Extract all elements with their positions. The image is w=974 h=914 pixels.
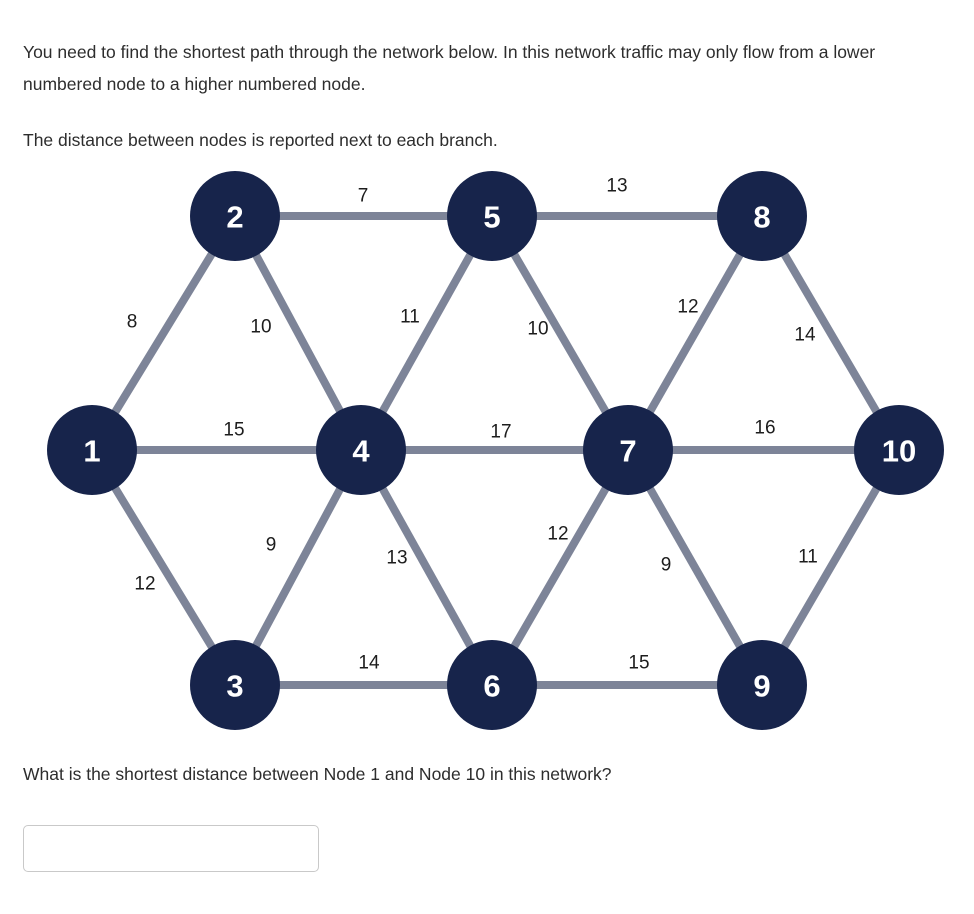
edge-weight-7-10: 16 bbox=[754, 418, 775, 439]
node-8 bbox=[717, 171, 807, 261]
edge-weight-7-8: 12 bbox=[677, 297, 698, 318]
edge-weight-4-6: 13 bbox=[386, 548, 407, 569]
node-label-2: 2 bbox=[226, 200, 243, 235]
node-5 bbox=[447, 171, 537, 261]
node-9 bbox=[717, 640, 807, 730]
edge-weight-3-6: 14 bbox=[358, 653, 380, 674]
node-label-3: 3 bbox=[226, 669, 243, 704]
node-label-9: 9 bbox=[753, 669, 770, 704]
edge-weight-2-4: 10 bbox=[250, 317, 271, 338]
instruction-paragraph-1: You need to find the shortest path throu… bbox=[23, 42, 876, 94]
node-label-8: 8 bbox=[753, 200, 770, 235]
edge-weight-4-5: 11 bbox=[400, 307, 420, 328]
node-label-7: 7 bbox=[619, 434, 636, 469]
node-3 bbox=[190, 640, 280, 730]
node-4 bbox=[316, 405, 406, 495]
node-10 bbox=[854, 405, 944, 495]
edge-weight-7-9: 9 bbox=[661, 555, 672, 576]
edge-weight-8-10: 14 bbox=[794, 325, 816, 346]
edge-weight-3-4: 9 bbox=[266, 535, 277, 556]
edge-7-9 bbox=[624, 448, 766, 687]
node-1 bbox=[47, 405, 137, 495]
node-label-5: 5 bbox=[483, 200, 500, 235]
question-text: What is the shortest distance between No… bbox=[23, 764, 612, 784]
edge-5-7 bbox=[488, 213, 632, 453]
node-2 bbox=[190, 171, 280, 261]
edge-weight-5-7: 10 bbox=[527, 319, 548, 340]
node-6 bbox=[447, 640, 537, 730]
edge-8-10 bbox=[758, 213, 903, 453]
edge-6-7 bbox=[488, 447, 632, 688]
edge-weights-layer: 8 12 15 10 7 9 14 11 13 17 10 13 12 15 12 9 16 14 11 bbox=[127, 176, 818, 674]
node-label-4: 4 bbox=[352, 434, 370, 469]
node-label-10: 10 bbox=[882, 434, 916, 469]
instructions-block: You need to find the shortest path throu… bbox=[23, 36, 953, 156]
edge-9-10 bbox=[758, 447, 903, 688]
edge-weight-2-5: 7 bbox=[358, 186, 369, 207]
instruction-paragraph-2: The distance between nodes is reported n… bbox=[23, 130, 498, 150]
answer-input[interactable] bbox=[23, 825, 319, 872]
node-7 bbox=[583, 405, 673, 495]
edge-weight-4-7: 17 bbox=[490, 422, 511, 443]
edge-weight-5-8: 13 bbox=[606, 176, 627, 197]
edge-1-3 bbox=[88, 447, 239, 688]
edge-weight-9-10: 11 bbox=[798, 547, 818, 568]
edge-weight-1-2: 8 bbox=[127, 312, 138, 333]
edge-1-2 bbox=[88, 213, 239, 453]
node-label-6: 6 bbox=[483, 669, 500, 704]
edge-weight-1-3: 12 bbox=[134, 574, 155, 595]
edge-weight-6-9: 15 bbox=[628, 653, 649, 674]
edge-weight-1-4: 15 bbox=[223, 420, 244, 441]
edges-layer bbox=[88, 212, 903, 689]
node-label-1: 1 bbox=[83, 434, 100, 469]
edge-weight-6-7: 12 bbox=[547, 524, 568, 545]
